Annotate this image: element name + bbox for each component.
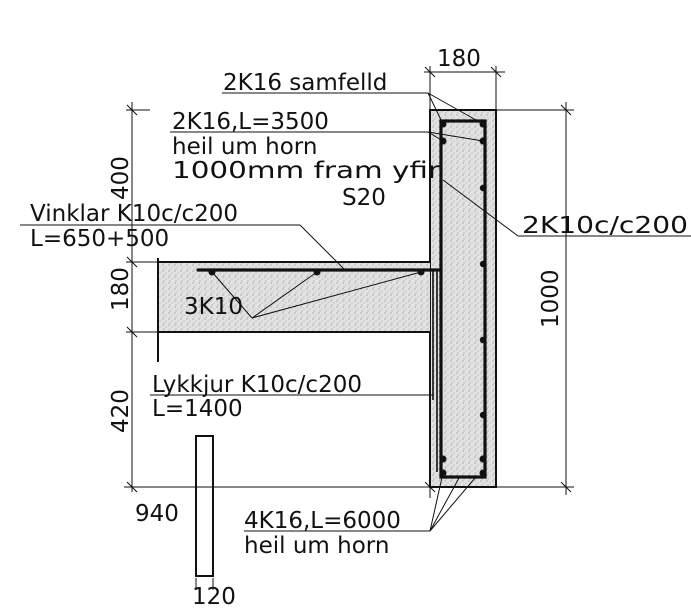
label-bottom-bars-2: heil um horn — [244, 533, 389, 559]
label-loops-1: Lykkjur K10c/c200 — [152, 372, 362, 398]
dim-slab-180: 180 — [108, 267, 134, 311]
label-wall-stirrups: 2K10c/c200 — [522, 213, 688, 239]
loop-rebar — [432, 269, 441, 472]
dim-post-120: 120 — [192, 584, 236, 608]
post-element — [195, 435, 214, 577]
wall-stirrup-rebar — [439, 119, 487, 479]
dim-width-940: 940 — [135, 501, 179, 527]
label-angle-bars-2: L=650+500 — [30, 226, 169, 252]
label-samfelld: 2K16 samfelld — [223, 70, 387, 96]
label-top-bars-2: heil um horn — [172, 134, 317, 160]
label-slab-bars: 3K10 — [184, 294, 243, 320]
label-angle-bars-1: Vinklar K10c/c200 — [30, 201, 238, 227]
dim-wall-width: 180 — [437, 46, 481, 72]
rebar-dots — [208, 120, 487, 477]
dim-height-1000: 1000 — [538, 269, 564, 328]
label-concrete-grade: S20 — [342, 185, 386, 211]
concrete-slab — [157, 258, 430, 362]
label-top-bars-1: 2K16,L=3500 — [172, 109, 329, 135]
label-loops-2: L=1400 — [152, 396, 243, 422]
label-bottom-bars-1: 4K16,L=6000 — [244, 508, 401, 534]
dim-bottom-420: 420 — [108, 389, 134, 433]
dim-top-400: 400 — [108, 156, 134, 200]
dimension-lines — [124, 66, 574, 590]
leader-lines — [20, 92, 691, 532]
label-top-bars-3: 1000mm fram yfir — [172, 158, 441, 184]
